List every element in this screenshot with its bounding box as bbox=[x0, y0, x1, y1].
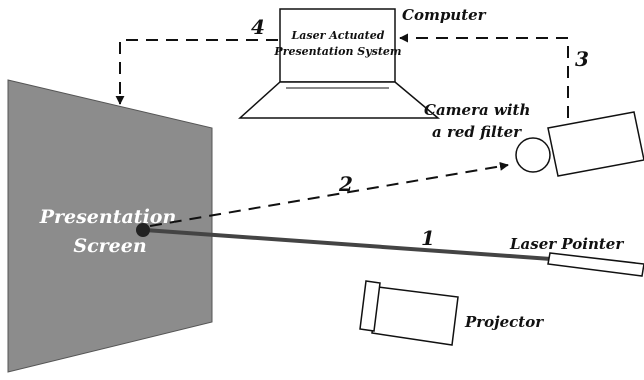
camera-to-computer-arrow bbox=[399, 33, 569, 118]
projector-lens bbox=[359, 280, 381, 332]
projector-body bbox=[371, 286, 459, 346]
computer bbox=[238, 8, 441, 119]
path-number-2: 2 bbox=[338, 172, 353, 196]
path-number-1: 1 bbox=[421, 226, 435, 250]
laptop-screen bbox=[279, 8, 396, 83]
path-number-3: 3 bbox=[575, 47, 589, 71]
computer-screen-text-line1: Laser Actuated bbox=[291, 29, 385, 42]
path-number-4: 4 bbox=[251, 15, 265, 39]
camera-body bbox=[547, 111, 644, 177]
camera-lens bbox=[515, 137, 551, 173]
laptop-base bbox=[238, 81, 441, 119]
camera-label-line1: Camera with bbox=[424, 101, 530, 119]
laser-beam bbox=[144, 228, 552, 261]
laser-pointer-label: Laser Pointer bbox=[509, 235, 624, 253]
laser-dot bbox=[136, 223, 150, 237]
camera-label-line2: a red filter bbox=[432, 123, 522, 141]
laser-pointer bbox=[547, 252, 644, 277]
projector-label: Projector bbox=[464, 313, 544, 331]
screen-label-line1: Presentation bbox=[39, 206, 177, 228]
computer-label: Computer bbox=[402, 6, 487, 24]
presentation-screen bbox=[7, 79, 213, 373]
reflection-arrow bbox=[149, 161, 509, 227]
projector bbox=[359, 280, 459, 346]
computer-screen-text-line2: Presentation System bbox=[273, 45, 401, 58]
screen-label-line2: Screen bbox=[73, 235, 146, 257]
computer-to-screen-arrow bbox=[115, 39, 278, 105]
camera bbox=[515, 111, 644, 177]
